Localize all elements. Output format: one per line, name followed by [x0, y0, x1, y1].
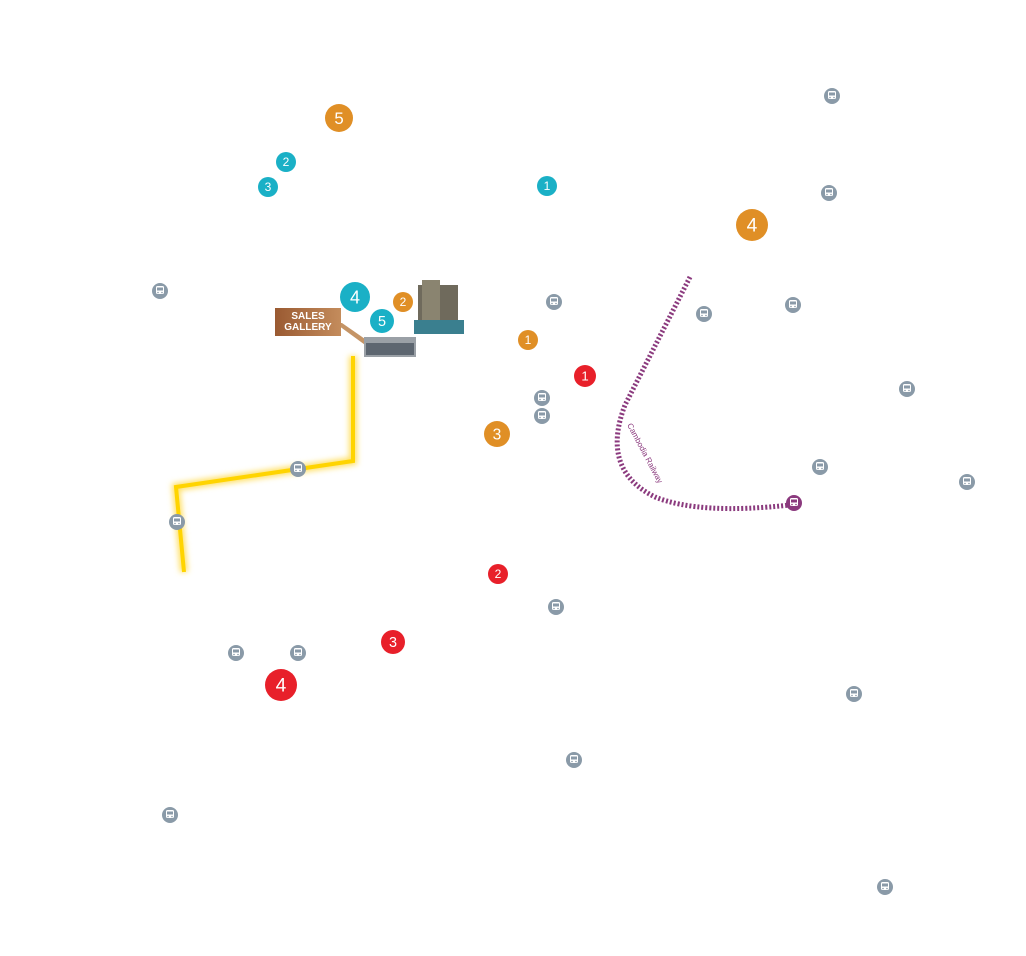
bus-icon[interactable]: [785, 297, 801, 313]
sales-gallery-line2: GALLERY: [284, 322, 332, 333]
bus-icon[interactable]: [534, 390, 550, 406]
project-tower-image: [414, 280, 464, 334]
marker-number: 1: [525, 333, 532, 347]
bus-icon[interactable]: [959, 474, 975, 490]
bus-icon[interactable]: [546, 294, 562, 310]
map-marker-orange-1[interactable]: 1: [518, 330, 538, 350]
marker-number: 4: [350, 287, 360, 307]
marker-number: 4: [747, 216, 758, 237]
bus-icon[interactable]: [696, 306, 712, 322]
bus-icon[interactable]: [899, 381, 915, 397]
marker-number: 5: [378, 314, 386, 330]
marker-number: 2: [495, 567, 502, 581]
map-marker-teal-5[interactable]: 5: [370, 309, 394, 333]
sales-gallery-building-image: [364, 337, 416, 357]
marker-number: 5: [334, 109, 343, 128]
marker-number: 1: [581, 369, 588, 384]
route-line: [171, 356, 357, 573]
marker-number: 2: [400, 295, 407, 309]
bus-icon[interactable]: [566, 752, 582, 768]
marker-number: 2: [283, 155, 290, 169]
bus-icon[interactable]: [290, 645, 306, 661]
sales-gallery-label: SALES GALLERY: [275, 308, 341, 336]
bus-icon[interactable]: [821, 185, 837, 201]
map-marker-teal-3[interactable]: 3: [258, 177, 278, 197]
map-marker-orange-4[interactable]: 4: [736, 209, 768, 241]
map-marker-teal-2[interactable]: 2: [276, 152, 296, 172]
map-marker-red-1[interactable]: 1: [574, 365, 596, 387]
bus-icon[interactable]: [824, 88, 840, 104]
map-marker-red-3[interactable]: 3: [381, 630, 405, 654]
bus-icon[interactable]: [548, 599, 564, 615]
bus-icon[interactable]: [152, 283, 168, 299]
bus-icon[interactable]: [290, 461, 306, 477]
bus-icon[interactable]: [169, 514, 185, 530]
map-marker-orange-3[interactable]: 3: [484, 421, 510, 447]
bus-icon[interactable]: [228, 645, 244, 661]
map-marker-red-2[interactable]: 2: [488, 564, 508, 584]
marker-number: 3: [389, 635, 397, 651]
map-marker-orange-2[interactable]: 2: [393, 292, 413, 312]
bus-icon[interactable]: [162, 807, 178, 823]
marker-number: 3: [265, 180, 272, 194]
train-icon[interactable]: [786, 495, 802, 511]
bus-icon[interactable]: [846, 686, 862, 702]
sales-gallery-line1: SALES: [291, 311, 325, 322]
marker-number: 1: [544, 179, 551, 193]
bus-icon[interactable]: [812, 459, 828, 475]
map-marker-orange-5[interactable]: 5: [325, 104, 353, 132]
bus-icon[interactable]: [877, 879, 893, 895]
railway-label: Cambodia Railway: [625, 422, 664, 485]
marker-number: 3: [493, 426, 502, 443]
bus-icon[interactable]: [534, 408, 550, 424]
map-marker-teal-4[interactable]: 4: [340, 282, 370, 312]
marker-number: 4: [276, 676, 287, 697]
map-marker-red-4[interactable]: 4: [265, 669, 297, 701]
cambodia-railway-line: [614, 275, 791, 512]
map-marker-teal-1[interactable]: 1: [537, 176, 557, 196]
